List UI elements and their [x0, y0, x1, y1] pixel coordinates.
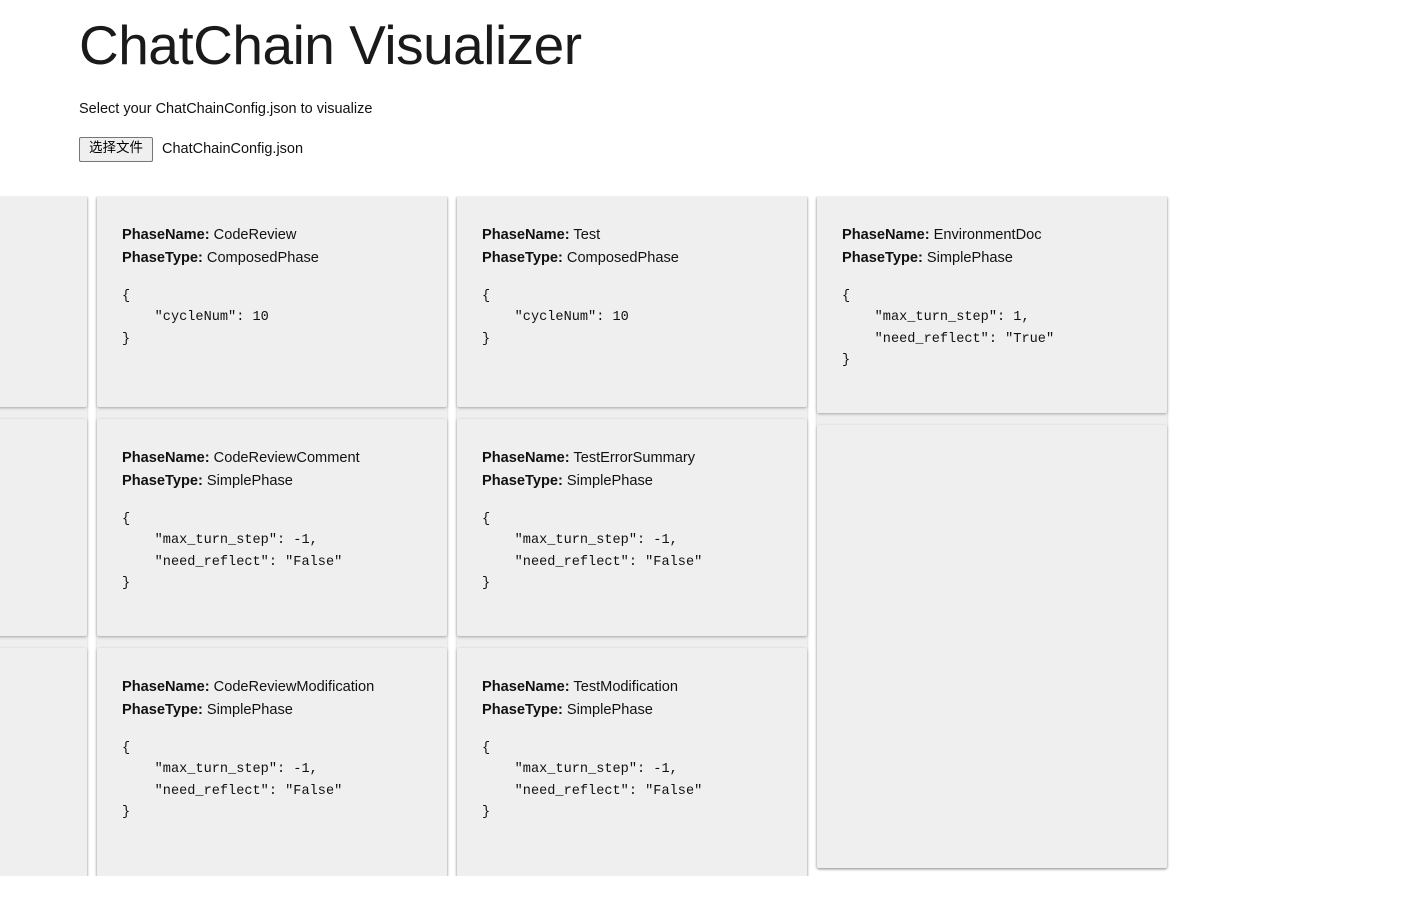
phase-name-label: PhaseName:	[122, 678, 210, 695]
phase-name-line: PhaseName: Test	[482, 224, 782, 247]
phase-type-value: SimplePhase	[562, 472, 653, 489]
phase-column: PhaseName: CodeCompleteAllPhaseType: Com…	[0, 195, 87, 876]
empty-slot	[0, 647, 87, 876]
phase-config-json: { "max_turn_step": -1, "need_reflect": "…	[122, 740, 343, 821]
phase-name-value: TestModification	[569, 678, 679, 695]
phase-name-label: PhaseName:	[842, 226, 930, 243]
phase-type-line: PhaseType: SimplePhase	[842, 247, 1142, 270]
phase-config-json: { "max_turn_step": 1, "need_reflect": "T…	[842, 288, 1055, 369]
phase-name-line: PhaseName: CodeReview	[122, 224, 422, 247]
phase-type-line: PhaseType: SimplePhase	[482, 470, 782, 493]
empty-slot	[817, 424, 1167, 868]
phase-type-line: PhaseType: ComposedPhase	[0, 247, 62, 270]
phase-name-label: PhaseName:	[122, 449, 210, 466]
phase-name-label: PhaseName:	[482, 226, 570, 243]
phase-type-label: PhaseType:	[482, 472, 563, 489]
phase-name-label: PhaseName:	[482, 678, 570, 695]
page-header: ChatChain Visualizer Select your ChatCha…	[0, 0, 1410, 162]
phase-name-line: PhaseName: TestErrorSummary	[482, 447, 782, 470]
phase-type-value: SimplePhase	[202, 472, 293, 489]
chain-viewport[interactable]: PhaseName: CodeCompleteAllPhaseType: Com…	[0, 195, 1410, 876]
phase-config-json: { "cycleNum": 10 }	[122, 288, 269, 347]
file-picker-row: 选择文件 ChatChainConfig.json	[79, 137, 1410, 162]
phase-type-value: ComposedPhase	[202, 249, 319, 266]
phase-name-label: PhaseName:	[482, 449, 570, 466]
phase-config-json: { "cycleNum": 10 }	[482, 288, 629, 347]
page-subtitle: Select your ChatChainConfig.json to visu…	[79, 101, 373, 117]
phase-config-json: { "max_turn_step": -1, "need_reflect": "…	[482, 511, 703, 592]
phase-card[interactable]: PhaseName: CodeCompletePhaseType: Simple…	[0, 418, 87, 636]
phase-type-value: SimplePhase	[202, 701, 293, 718]
phase-config-json: { "max_turn_step": 1, "need_reflect": "F…	[0, 509, 62, 595]
choose-file-button[interactable]: 选择文件	[79, 137, 153, 162]
phase-type-line: PhaseType: SimplePhase	[122, 699, 422, 722]
phase-config-json: { "max_turn_step": -1, "need_reflect": "…	[482, 740, 703, 821]
phase-type-value: SimplePhase	[562, 701, 653, 718]
phase-type-line: PhaseType: SimplePhase	[482, 699, 782, 722]
phase-name-value: CodeReviewModification	[209, 678, 375, 695]
phase-type-label: PhaseType:	[482, 701, 563, 718]
phase-type-label: PhaseType:	[122, 249, 203, 266]
phase-name-label: PhaseName:	[122, 226, 210, 243]
phase-type-label: PhaseType:	[122, 701, 203, 718]
phase-type-label: PhaseType:	[122, 472, 203, 489]
phase-type-value: ComposedPhase	[562, 249, 679, 266]
phase-name-line: PhaseName: EnvironmentDoc	[842, 224, 1142, 247]
chain-columns: PhaseName: CodeCompleteAllPhaseType: Com…	[0, 195, 1167, 876]
phase-name-line: PhaseName: CodeCompleteAll	[0, 224, 62, 247]
phase-config-json: { "max_turn_step": -1, "need_reflect": "…	[122, 511, 343, 592]
page-title: ChatChain Visualizer	[79, 14, 582, 76]
phase-name-line: PhaseName: CodeReviewComment	[122, 447, 422, 470]
phase-name-value: CodeReview	[209, 226, 297, 243]
phase-type-label: PhaseType:	[482, 249, 563, 266]
phase-name-value: EnvironmentDoc	[929, 226, 1042, 243]
selected-file-name: ChatChainConfig.json	[162, 141, 304, 158]
phase-type-label: PhaseType:	[842, 249, 923, 266]
phase-name-value: Test	[569, 226, 601, 243]
phase-config-json: { "cycleNum": 20 }	[0, 286, 62, 351]
phase-name-line: PhaseName: CodeComplete	[0, 447, 62, 470]
phase-name-line: PhaseName: CodeReviewModification	[122, 676, 422, 699]
phase-name-value: TestErrorSummary	[569, 449, 696, 466]
phase-type-line: PhaseType: ComposedPhase	[482, 247, 782, 270]
phase-type-line: PhaseType: SimplePhase	[122, 470, 422, 493]
phase-type-line: PhaseType: ComposedPhase	[122, 247, 422, 270]
phase-type-value: SimplePhase	[922, 249, 1013, 266]
phase-type-line: PhaseType: SimplePhase	[0, 470, 62, 493]
phase-name-line: PhaseName: TestModification	[482, 676, 782, 699]
phase-card[interactable]: PhaseName: CodeCompleteAllPhaseType: Com…	[0, 195, 87, 407]
phase-name-value: CodeReviewComment	[209, 449, 360, 466]
